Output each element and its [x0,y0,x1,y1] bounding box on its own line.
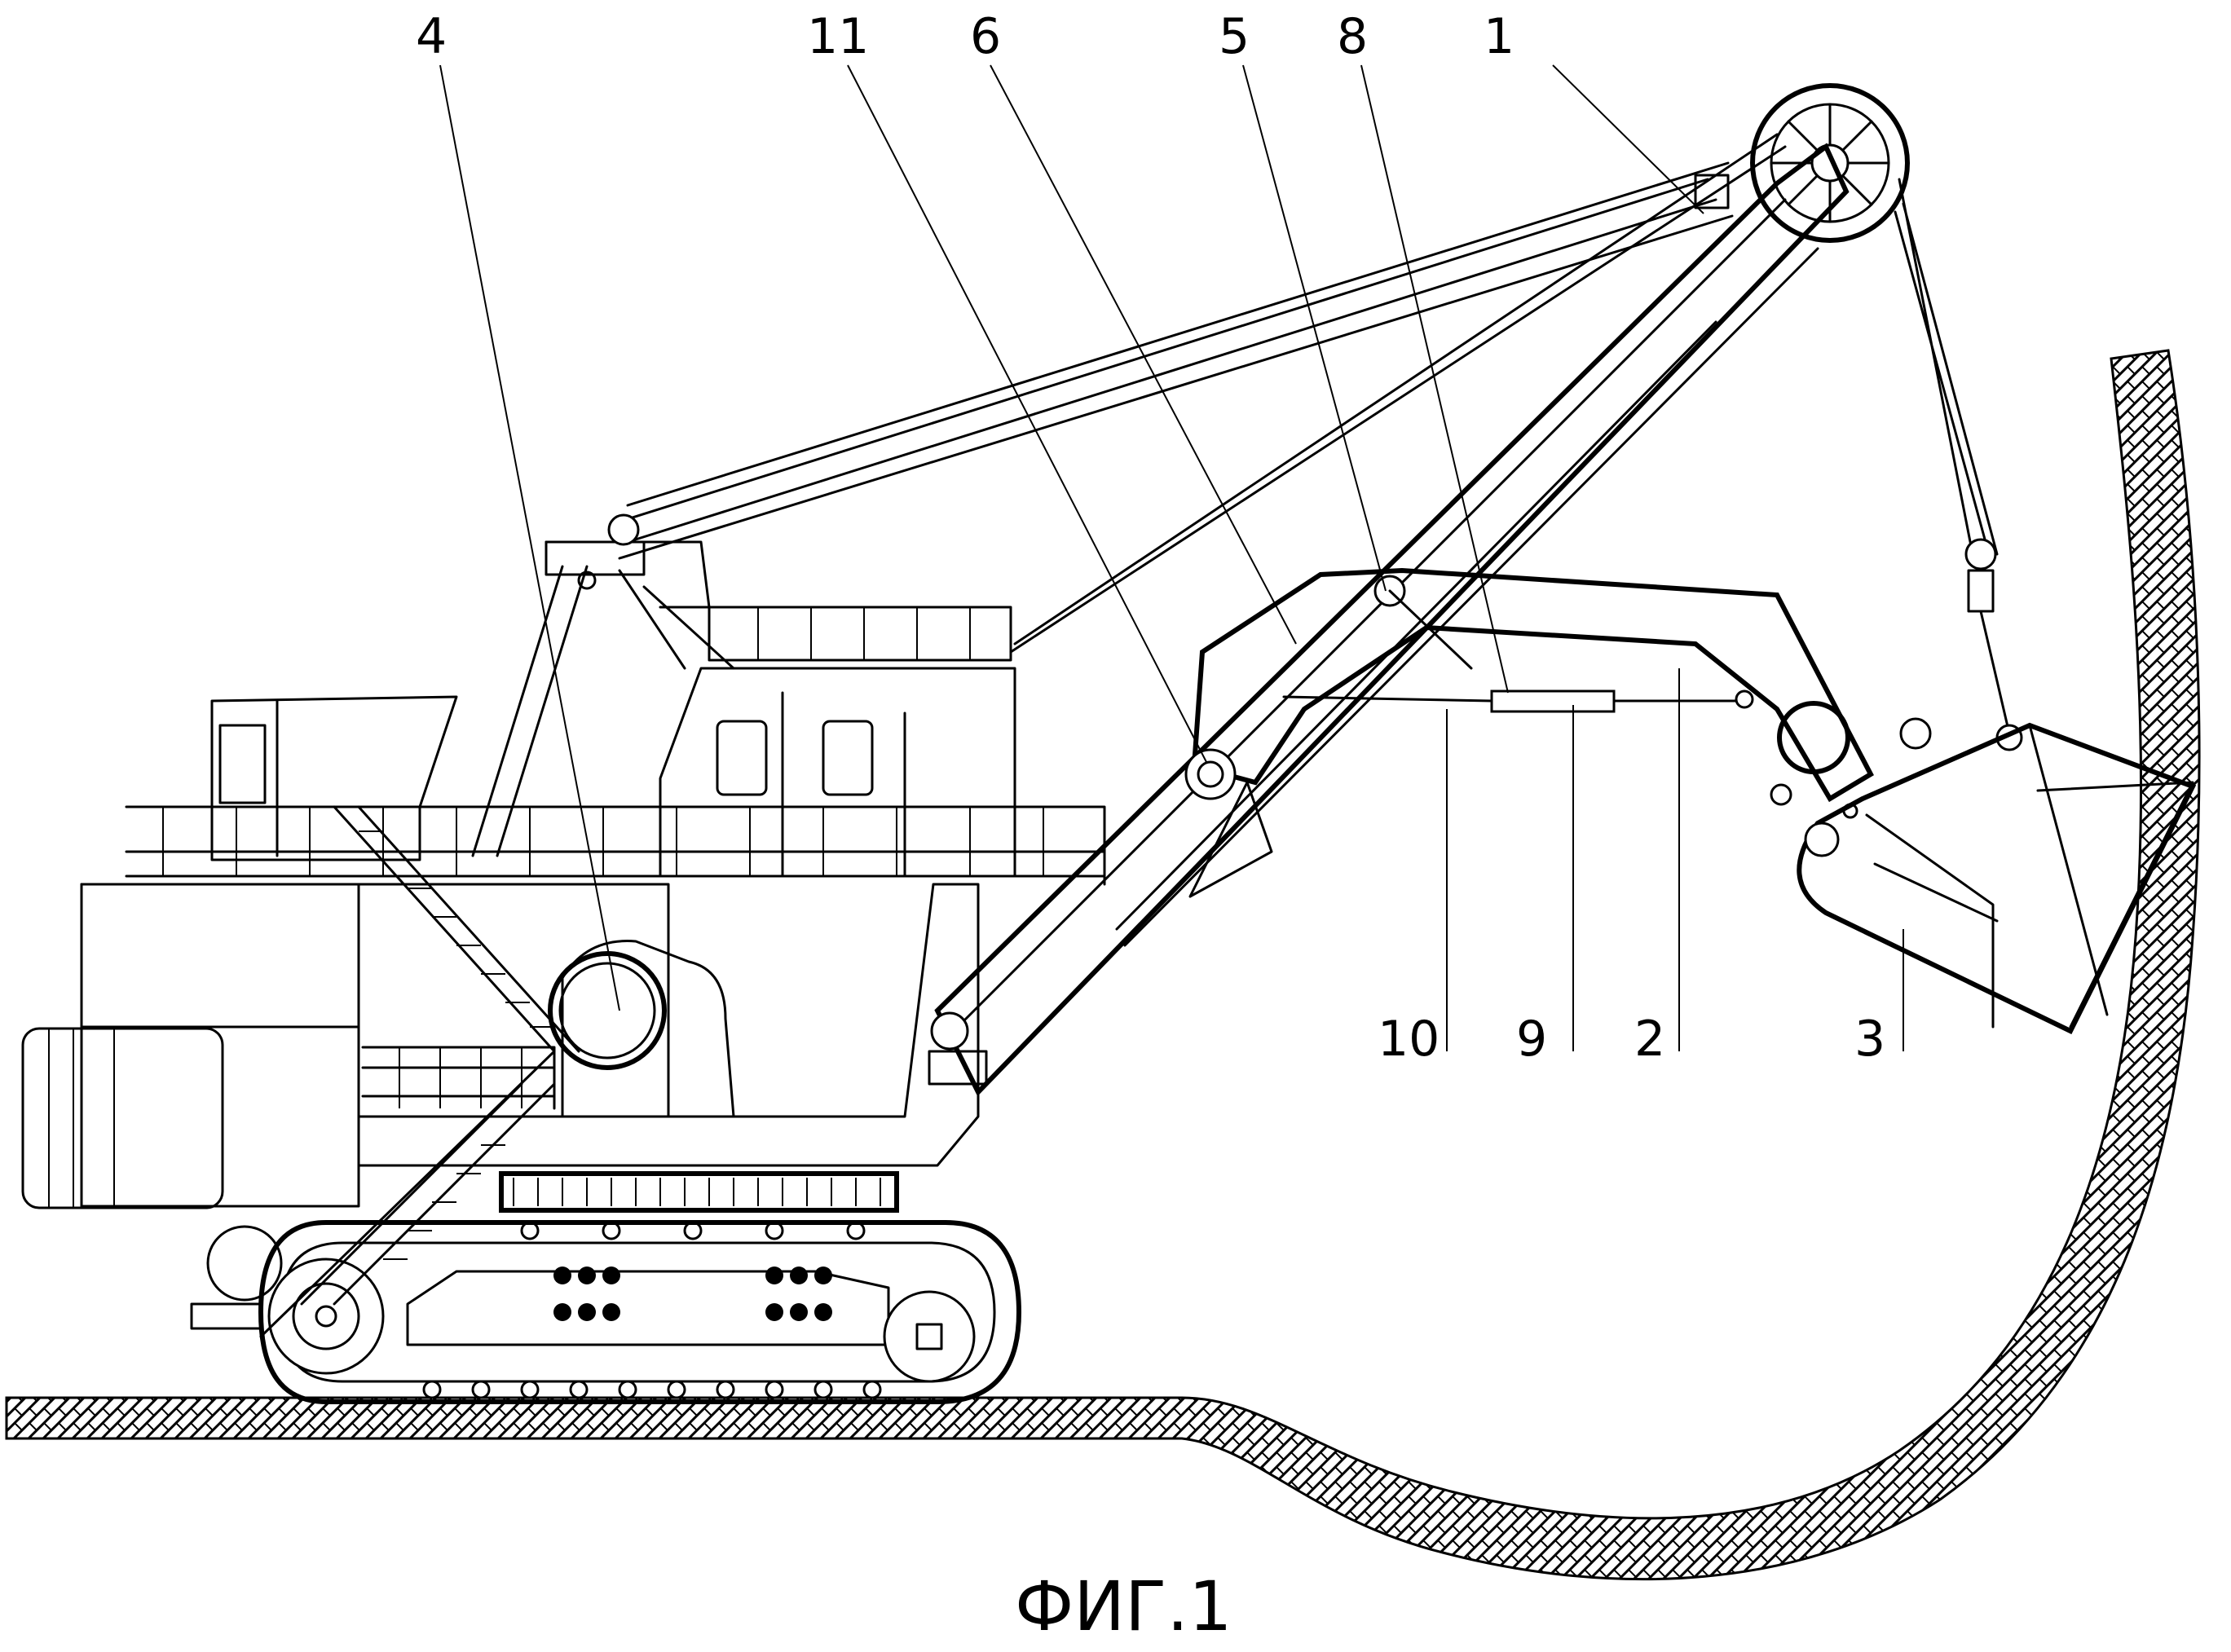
leader-1 [1552,64,1704,214]
bucket-pivot [1770,701,1932,806]
leader-6 [990,64,1297,645]
label-1: 1 [1484,8,1515,65]
frame-bolts [553,1267,832,1321]
leader-4 [439,64,620,1011]
label-10: 10 [1378,1011,1440,1068]
label-5: 5 [1219,8,1250,65]
boom-suspension [607,133,1787,654]
crawler-undercarriage [190,1220,1022,1404]
shipper-shaft [1184,748,1237,800]
dipper-handle [1188,567,1874,898]
boom-sheave [1750,83,1910,243]
drive-sprocket [267,1258,385,1375]
label-11: 11 [807,8,869,65]
label-3: 3 [1854,1011,1885,1068]
hoist-ropes [1894,178,2023,751]
label-8: 8 [1337,8,1368,65]
access-stairs [259,805,580,1338]
ground-surface [5,349,2201,1581]
swing-ring [499,1171,899,1213]
label-9: 9 [1516,1011,1547,1068]
track-rollers [422,1221,882,1399]
label-4: 4 [416,8,447,65]
dipper-bucket [1797,722,2197,1034]
leader-11 [847,64,1207,763]
callout-leaders [439,64,1904,1051]
figure-caption: ФИГ.1 [1015,1566,1232,1646]
leader-5 [1242,64,1387,592]
label-6: 6 [970,8,1001,65]
machine-body [21,540,1106,1209]
crowd-cylinder [1282,689,1754,713]
boom [928,83,1910,1097]
leader-8 [1360,64,1509,694]
hoist-drum [548,940,735,1118]
label-2: 2 [1634,1011,1665,1068]
callout-labels: 4 11 6 5 8 1 10 9 2 3 [416,8,1885,1068]
idler-wheel [883,1290,976,1383]
